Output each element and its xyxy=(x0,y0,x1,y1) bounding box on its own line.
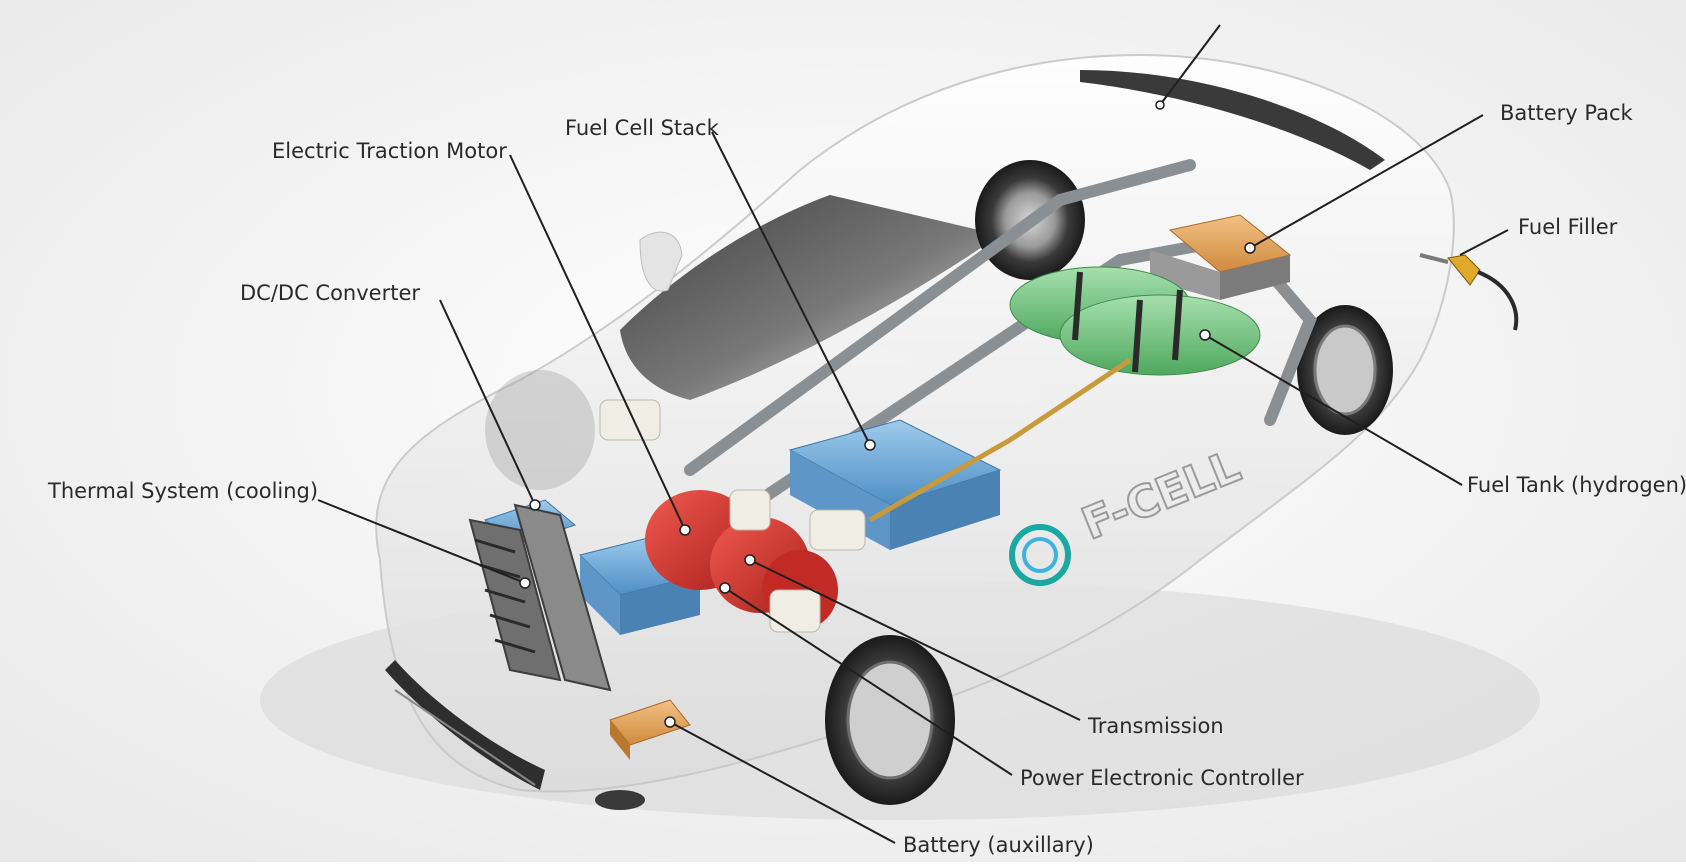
side-mirror xyxy=(639,231,683,292)
label-battery-pack: Battery Pack xyxy=(1500,101,1634,125)
dot-thermal-system xyxy=(519,577,531,589)
leader-electric-traction-motor xyxy=(509,154,686,531)
label-transmission: Transmission xyxy=(1087,714,1224,738)
leader-dc-dc-converter xyxy=(439,299,536,506)
battery-pack-component xyxy=(1150,214,1292,300)
fuel-nozzle xyxy=(1419,253,1519,331)
dot-battery-pack xyxy=(1244,242,1256,254)
fog-light xyxy=(595,790,645,810)
dot-battery-auxiliary xyxy=(664,716,676,728)
leader-battery-auxiliary xyxy=(669,721,896,844)
leader-thermal-system xyxy=(317,499,526,584)
leader-fuel-filler xyxy=(1459,229,1509,256)
auxiliary-battery-component xyxy=(609,699,691,760)
leader-power-electronic-controller xyxy=(724,587,1013,776)
label-fuel-tank: Fuel Tank (hydrogen) xyxy=(1467,473,1686,497)
dot-roof xyxy=(1155,100,1165,110)
front-left-wheel xyxy=(485,370,595,490)
label-battery-auxiliary: Battery (auxillary) xyxy=(903,833,1094,857)
dot-fuel-tank xyxy=(1199,329,1211,341)
leader-lines xyxy=(317,24,1509,844)
coolant-reservoirs xyxy=(599,399,866,633)
label-fuel-filler: Fuel Filler xyxy=(1518,215,1618,239)
leader-fuel-cell-stack xyxy=(711,131,871,446)
label-thermal-system: Thermal System (cooling) xyxy=(47,479,318,503)
leader-battery-pack xyxy=(1249,114,1484,249)
leader-roof xyxy=(1159,24,1221,106)
label-dc-dc-converter: DC/DC Converter xyxy=(240,281,420,305)
leader-fuel-tank xyxy=(1204,334,1463,486)
label-electric-traction-motor: Electric Traction Motor xyxy=(272,139,507,163)
dot-transmission xyxy=(744,554,756,566)
roof-rear-window xyxy=(1080,70,1385,170)
dot-power-electronic-controller xyxy=(719,582,731,594)
dot-dc-dc-converter xyxy=(529,499,541,511)
front-grille xyxy=(385,660,545,790)
label-power-electronic-controller: Power Electronic Controller xyxy=(1020,766,1304,790)
leader-dots xyxy=(519,100,1256,728)
radiator-component xyxy=(468,503,612,692)
dot-electric-traction-motor xyxy=(679,524,691,536)
dot-fuel-cell-stack xyxy=(864,439,876,451)
leader-transmission xyxy=(749,559,1081,721)
windshield xyxy=(620,195,1000,400)
traction-motor-component xyxy=(645,490,838,630)
hydrogen-tanks xyxy=(1009,266,1261,376)
rear-rim xyxy=(1313,324,1377,416)
hydrogen-line xyxy=(868,357,1132,523)
front-rim xyxy=(846,660,934,780)
label-fuel-cell-stack: Fuel Cell Stack xyxy=(565,116,720,140)
